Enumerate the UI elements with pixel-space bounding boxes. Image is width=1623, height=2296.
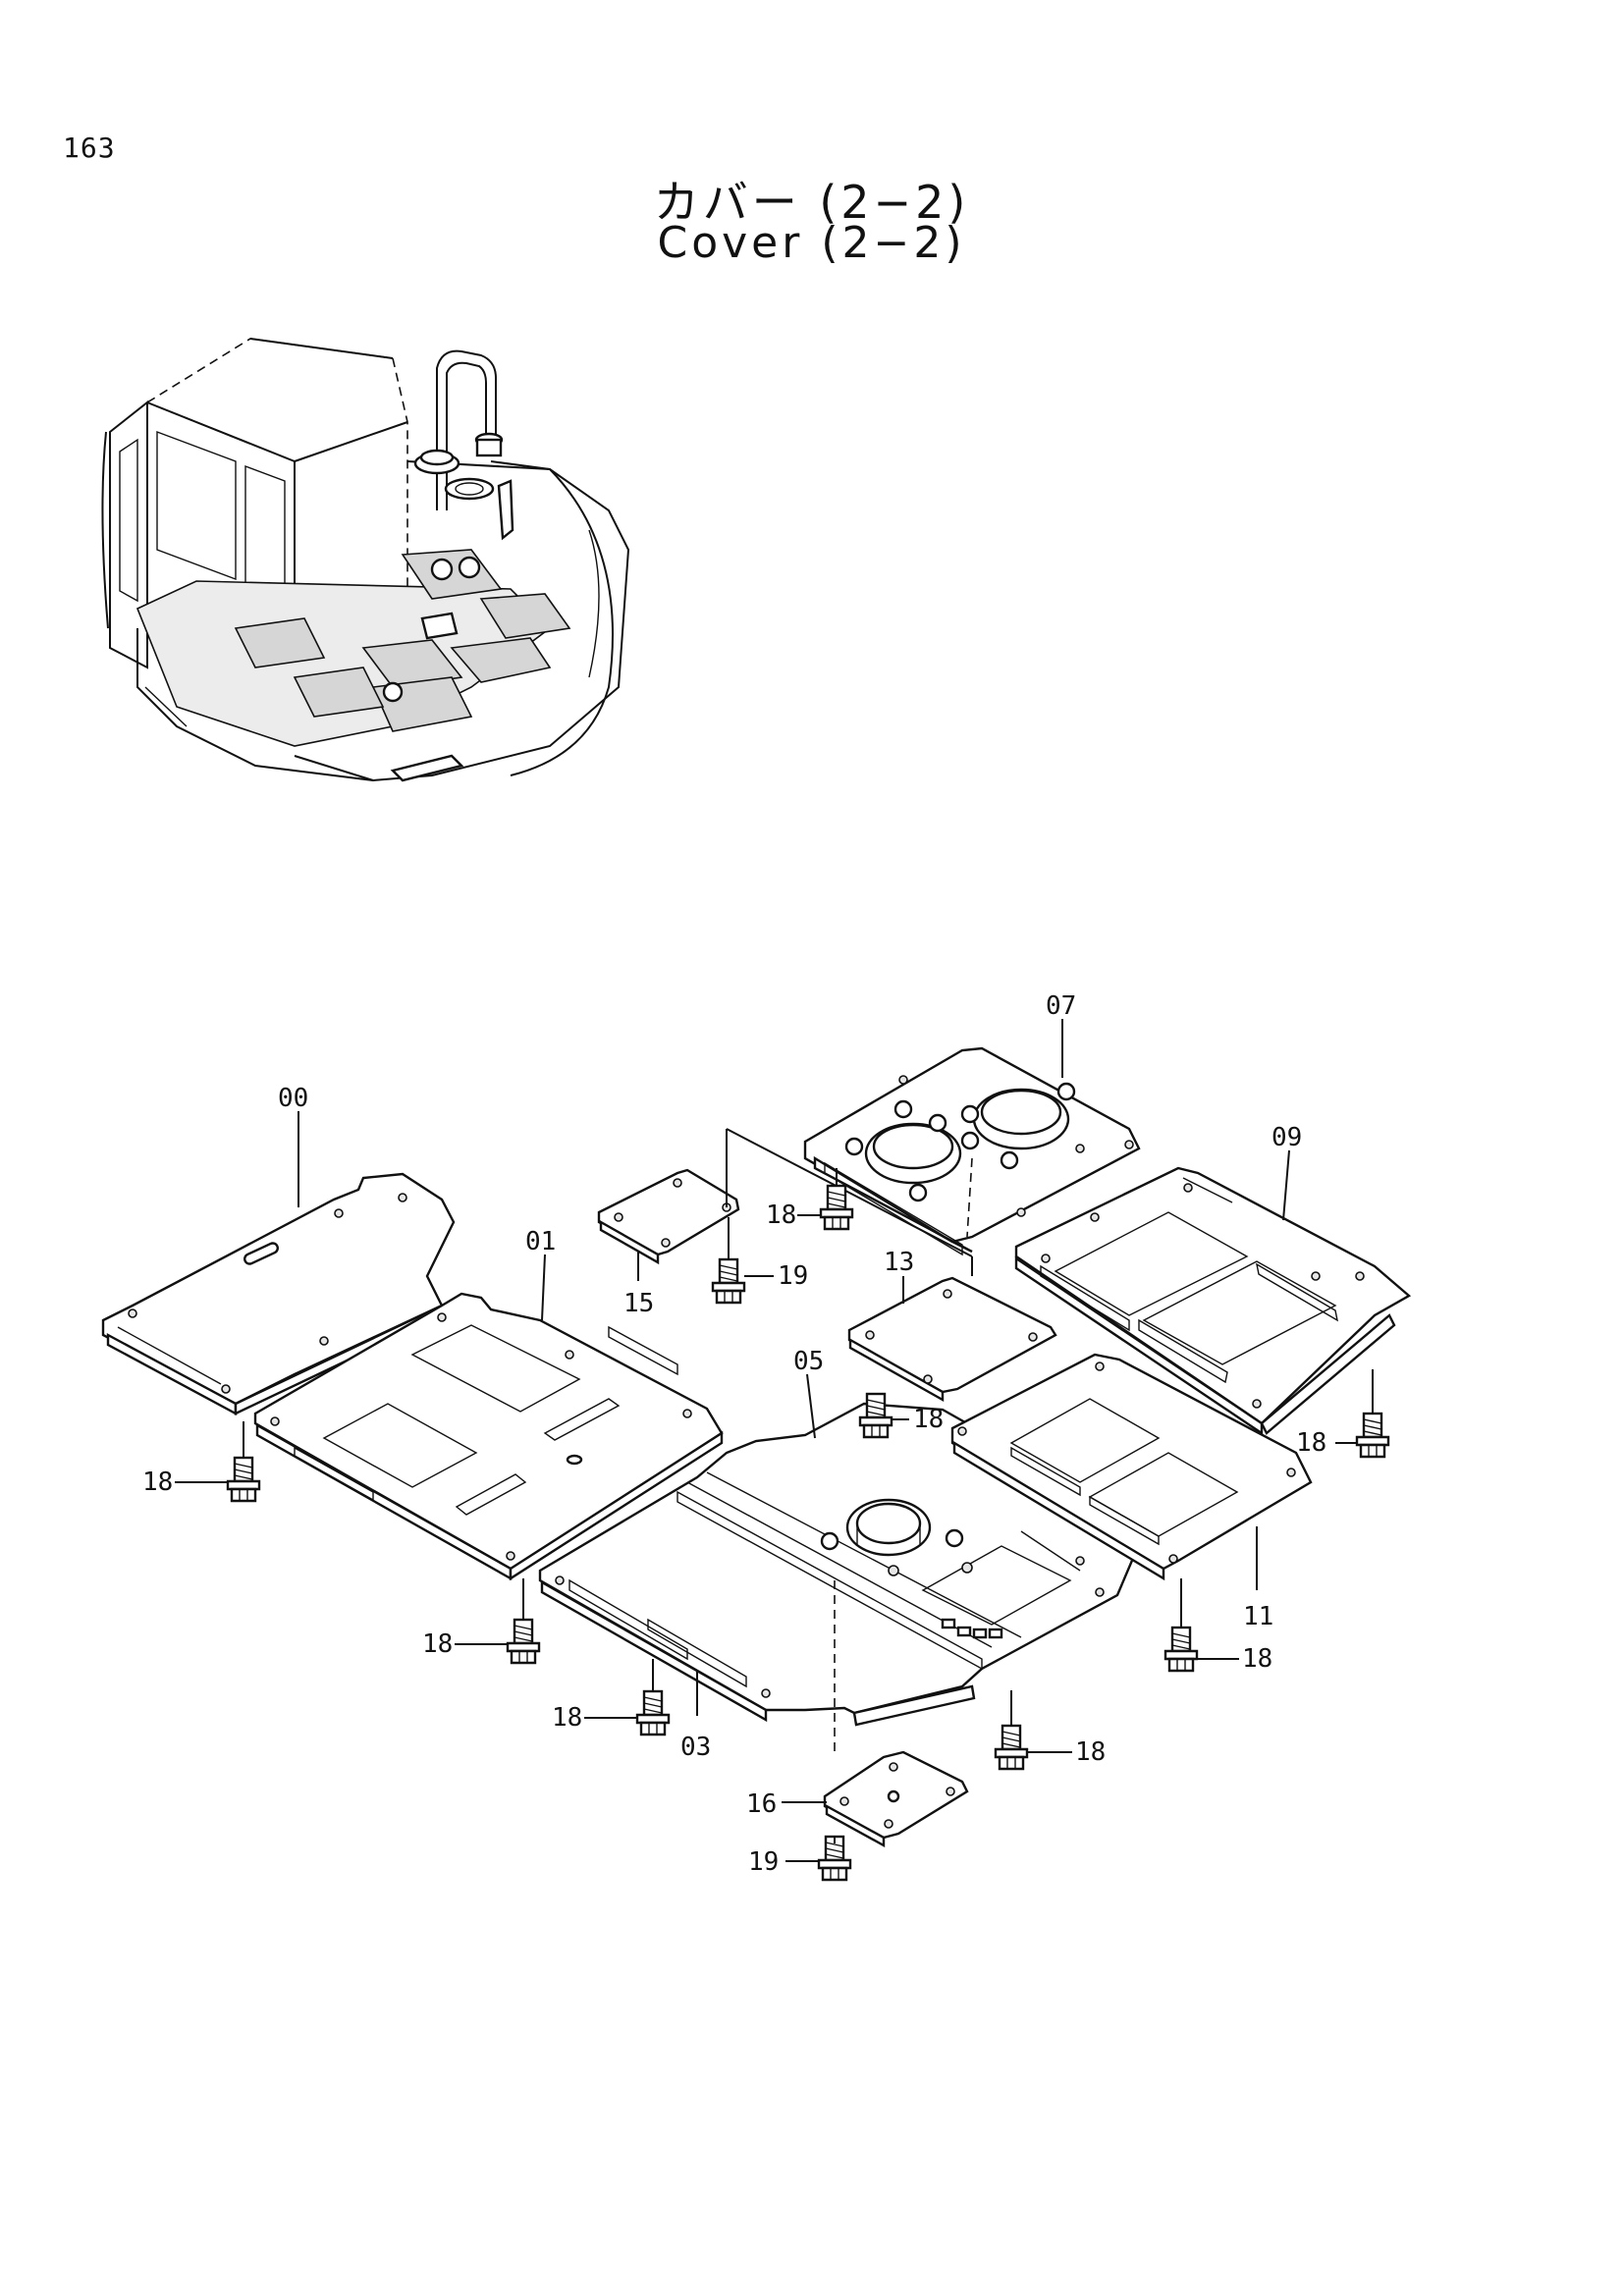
cover-plate-16 [823,1750,969,1848]
callout-19-b: 19 [748,1847,779,1877]
cover-plate-01 [253,1292,724,1581]
callout-05: 05 [793,1347,824,1376]
leader-01 [541,1254,546,1321]
cover-plate-13 [847,1276,1057,1403]
page-number: 163 [63,132,116,164]
callout-00: 00 [278,1084,308,1113]
callout-18-h: 18 [1075,1737,1106,1767]
leader-09 [1282,1149,1290,1221]
leader-05 [806,1373,816,1439]
callout-07: 07 [1046,991,1076,1021]
callout-19-a: 19 [778,1261,808,1291]
callout-18-c: 18 [552,1703,582,1733]
cover-plate-03-05 [538,1402,1136,1727]
callout-18-f: 18 [1296,1428,1326,1458]
cover-plate-09 [1014,1166,1412,1436]
callout-11: 11 [1243,1602,1273,1631]
page-title-japanese: カバー (2−2) [653,176,970,229]
callout-18-e: 18 [913,1405,944,1434]
callout-09: 09 [1271,1123,1302,1152]
page-title-english: Cover (2−2) [657,218,966,268]
machine-overview-illustration [101,338,630,782]
callout-15: 15 [623,1289,654,1318]
cover-plate-15 [597,1168,740,1265]
bolt-19-a [711,1257,746,1305]
callout-03: 03 [680,1733,711,1762]
callout-18-d: 18 [766,1201,796,1230]
bolt-18-b [506,1618,541,1665]
bolt-18-a [226,1456,261,1503]
cover-plate-07 [803,1046,1141,1256]
exploded-cover-assembly: 00 01 03 05 07 09 11 13 15 16 18 18 18 1… [101,991,1412,1882]
callout-16: 16 [746,1789,777,1819]
bolt-18-h [994,1724,1029,1771]
bolt-18-f [1355,1412,1390,1459]
cover-plate-11 [950,1353,1313,1581]
bolt-18-g [1163,1626,1199,1673]
callout-18-g: 18 [1242,1644,1272,1674]
callout-01: 01 [525,1227,556,1256]
callout-13: 13 [884,1248,914,1277]
callout-18-a: 18 [142,1468,173,1497]
callout-18-b: 18 [422,1629,453,1659]
bolt-18-c [635,1689,671,1736]
